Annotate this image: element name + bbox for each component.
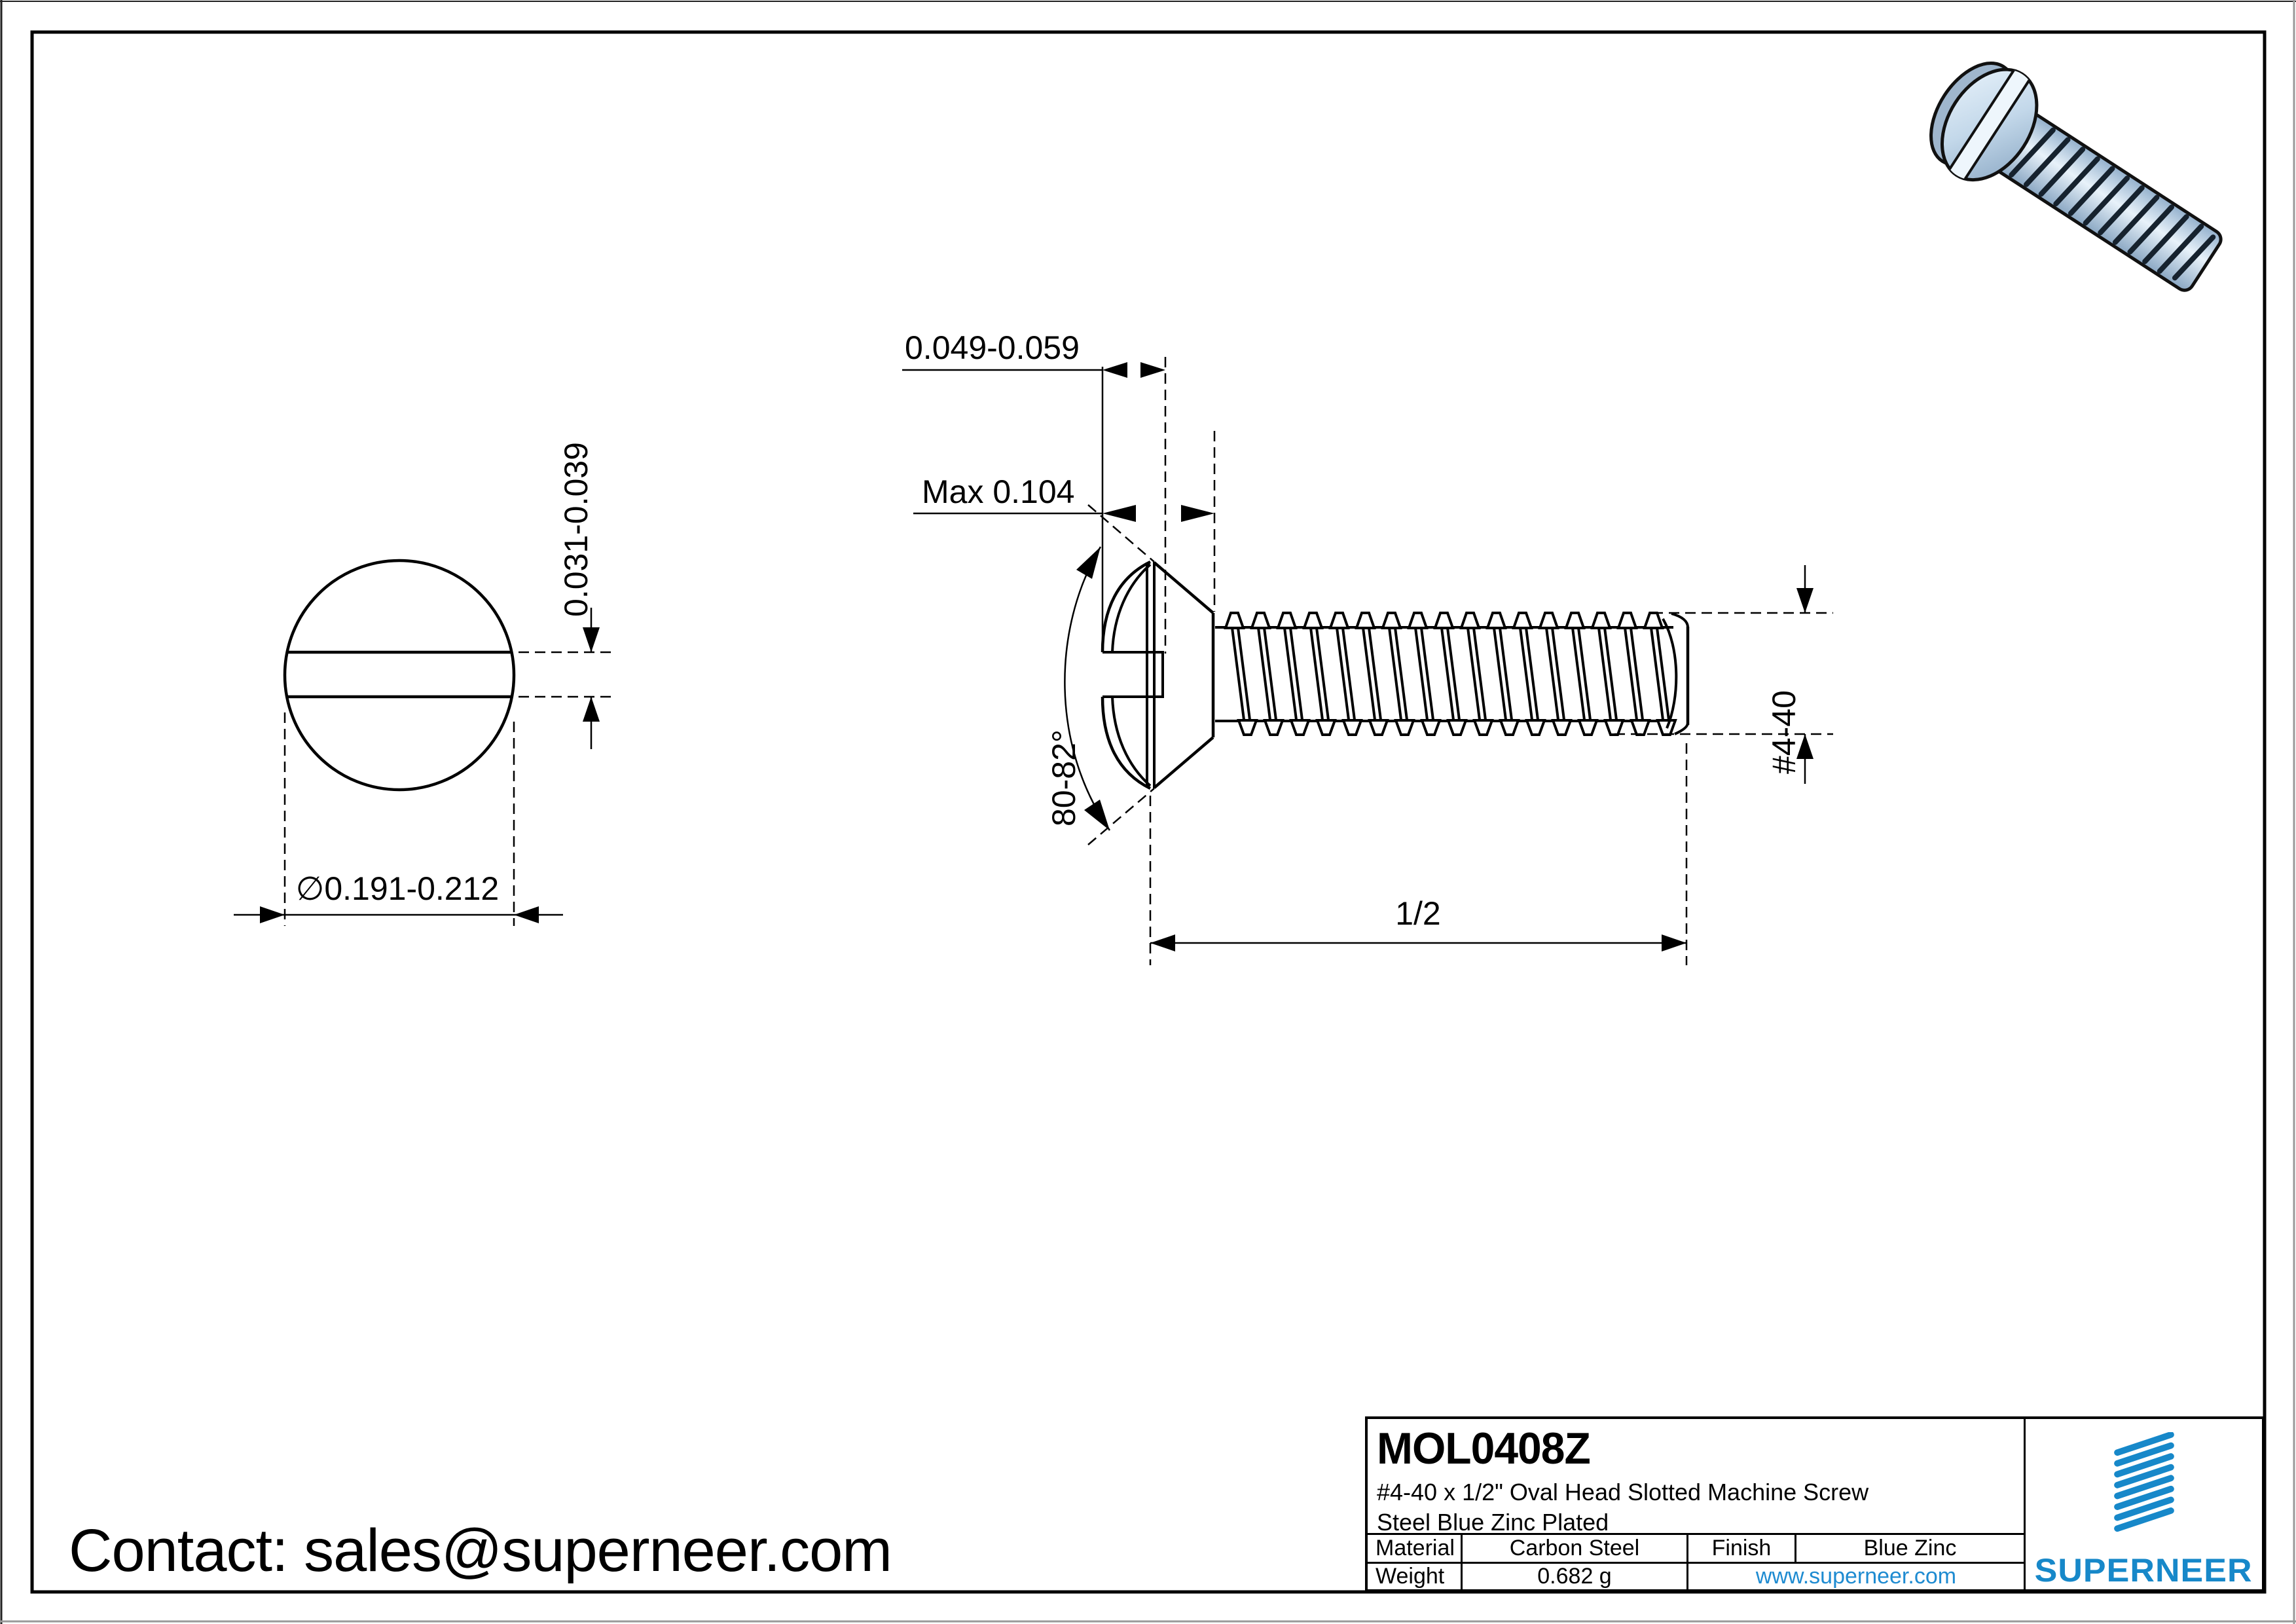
screw-3d-render [1929,62,2223,292]
dim-head-angle: 80-82° [1046,729,1082,826]
weight-label: Weight [1368,1564,1463,1589]
dim-head-diameter: ∅0.191-0.212 [296,870,499,907]
side-slot-depth-dimension: 0.049-0.059 [902,329,1165,378]
dim-thread-length: 1/2 [1395,895,1441,932]
material-label: Material [1368,1535,1463,1562]
part-description-line1: #4-40 x 1/2" Oval Head Slotted Machine S… [1377,1479,1869,1506]
side-view: 0.049-0.059 Max 0.104 80-82° #4-40 [902,329,1833,965]
head-angle-dimension: 80-82° [1046,504,1155,845]
contact-email: Contact: sales@superneer.com [69,1517,892,1584]
brand-name: SUPERNEER [2035,1552,2253,1589]
finish-label: Finish [1688,1535,1796,1562]
material-value: Carbon Steel [1463,1535,1688,1562]
title-block-info: MOL0408Z #4-40 x 1/2" Oval Head Slotted … [1368,1419,2026,1589]
part-number: MOL0408Z [1377,1424,1591,1473]
dim-thread-size: #4-40 [1766,690,1802,774]
thread-length-dimension: 1/2 [1149,743,1688,965]
front-view: 0.031-0.039 ∅0.191-0.212 [234,442,615,926]
part-description-line2: Steel Blue Zinc Plated [1377,1509,1609,1536]
dim-slot-depth: 0.049-0.059 [905,329,1080,366]
front-slot-width-dimension: 0.031-0.039 [519,442,615,749]
thread-profile [1224,612,1677,736]
superneer-logo-mark [2113,1432,2174,1532]
finish-value: Blue Zinc [1863,1536,1957,1560]
front-head-diameter-dimension: ∅0.191-0.212 [234,712,563,926]
thread-size-dimension: #4-40 [1614,565,1833,784]
dim-head-height: Max 0.104 [922,473,1074,510]
dim-slot-width: 0.031-0.039 [558,442,594,617]
side-head-height-dimension: Max 0.104 [913,473,1214,522]
website-link[interactable]: www.superneer.com [1755,1564,1957,1589]
weight-value: 0.682 g [1463,1564,1688,1589]
title-block: MOL0408Z #4-40 x 1/2" Oval Head Slotted … [1365,1416,2265,1592]
brand-logo: SUPERNEER [2026,1419,2262,1589]
